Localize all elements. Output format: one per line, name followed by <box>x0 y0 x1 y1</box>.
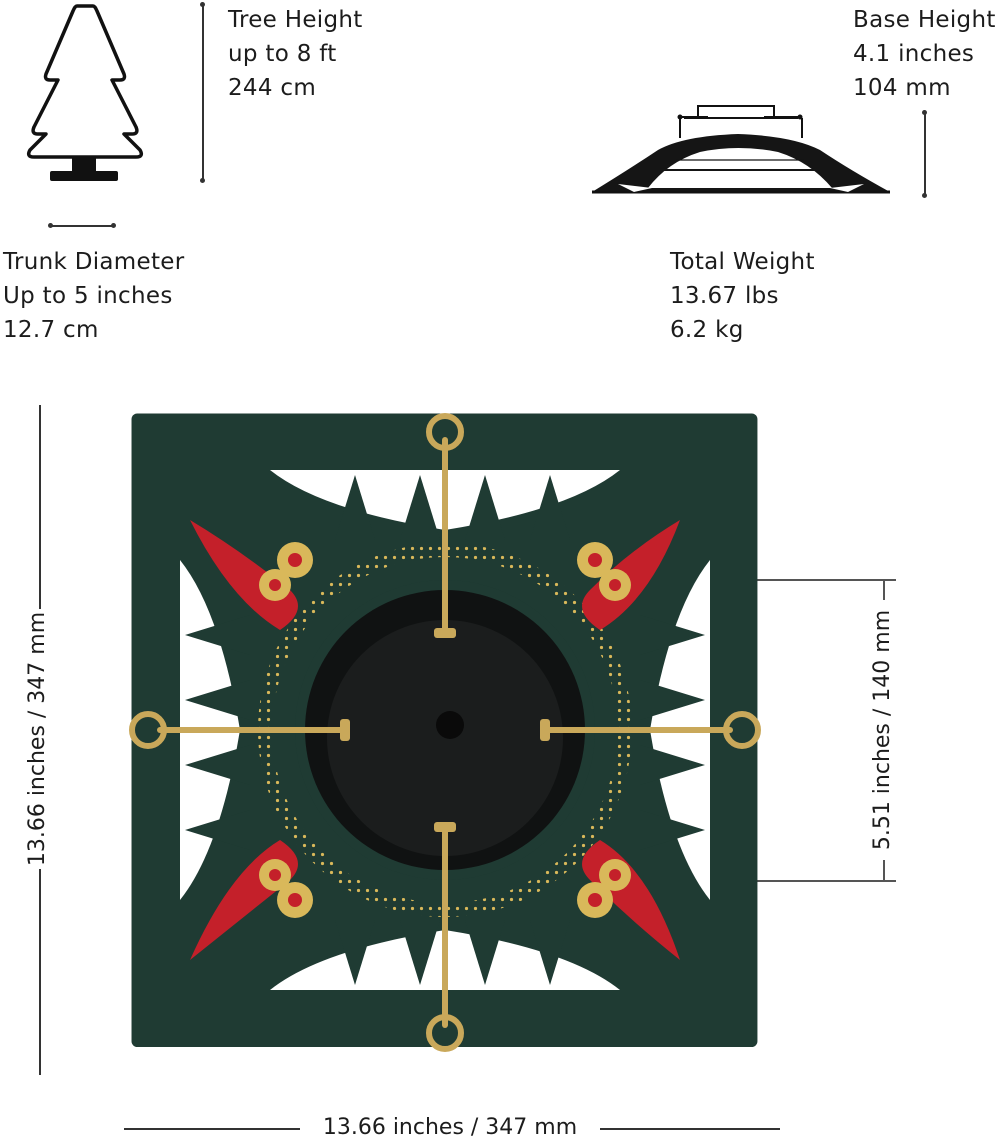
tree-height-dot-top <box>200 2 205 7</box>
base-height-spec: Base Height 4.1 inches 104 mm <box>853 3 996 105</box>
base-height-dot-bottom <box>922 193 927 198</box>
tree-height-value-ft: up to 8 ft <box>228 41 337 67</box>
bowl-dimension-label: 5.51 inches / 140 mm <box>869 600 897 860</box>
width-dimension-label: 13.66 inches / 347 mm <box>300 1114 600 1142</box>
trunk-diameter-dimension-line <box>50 225 114 227</box>
trunk-diameter-spec: Trunk Diameter Up to 5 inches 12.7 cm <box>3 245 184 347</box>
height-dimension-label: 13.66 inches / 347 mm <box>24 609 52 869</box>
base-height-value-mm: 104 mm <box>853 75 951 101</box>
base-height-label: Base Height <box>853 7 996 33</box>
trunk-diameter-value-cm: 12.7 cm <box>3 317 99 343</box>
trunk-diameter-label: Trunk Diameter <box>3 249 185 275</box>
trunk-dot-left <box>48 223 53 228</box>
total-weight-value-lbs: 13.67 lbs <box>670 283 779 309</box>
trunk-dot-right <box>111 223 116 228</box>
base-profile-icon <box>592 105 890 194</box>
base-height-dimension-line <box>924 112 926 196</box>
base-height-value-in: 4.1 inches <box>853 41 975 67</box>
tree-outline-icon <box>26 4 144 181</box>
total-weight-spec: Total Weight 13.67 lbs 6.2 kg <box>670 245 815 347</box>
total-weight-value-kg: 6.2 kg <box>670 317 744 343</box>
tree-height-spec: Tree Height up to 8 ft 244 cm <box>228 3 363 105</box>
tree-height-label: Tree Height <box>228 7 363 33</box>
total-weight-label: Total Weight <box>670 249 815 275</box>
base-height-dot-top <box>922 110 927 115</box>
tree-stand-illustration <box>129 413 761 1052</box>
trunk-diameter-value-in: Up to 5 inches <box>3 283 173 309</box>
tree-height-dimension-line <box>202 4 204 180</box>
tree-height-dot-bottom <box>200 178 205 183</box>
tree-height-value-cm: 244 cm <box>228 75 317 101</box>
